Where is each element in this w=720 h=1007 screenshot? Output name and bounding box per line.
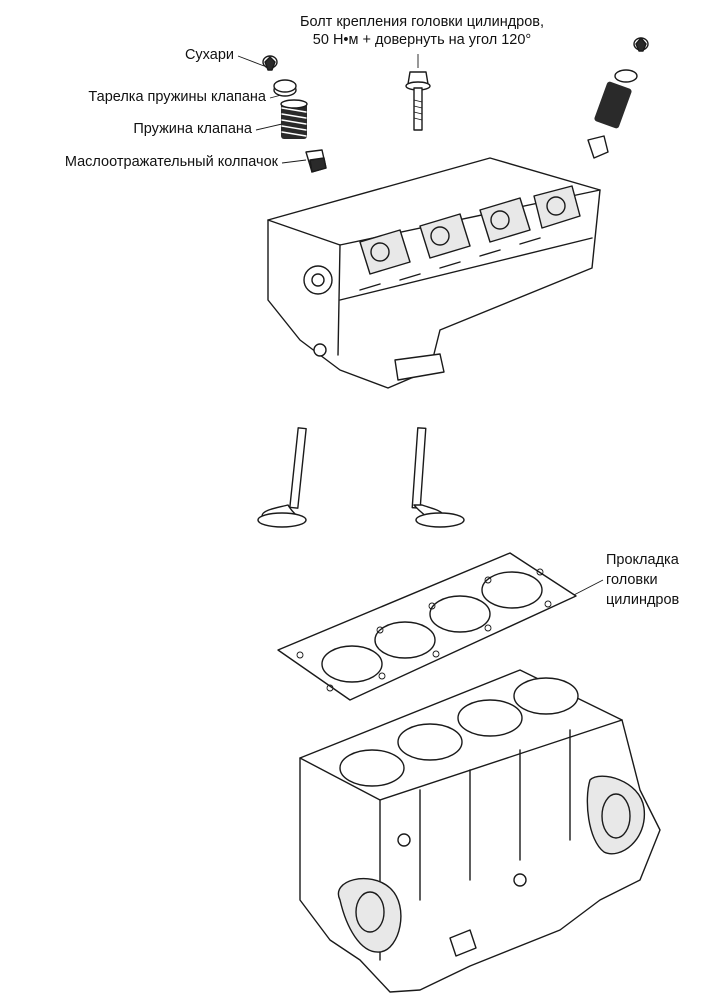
cylinder-block-icon — [299, 669, 661, 993]
label-spring-retainer: Тарелка пружины клапана — [88, 89, 266, 105]
left-valve-icon — [257, 427, 307, 528]
label-gasket-line3: цилиндров — [606, 592, 680, 608]
label-gasket-line1: Прокладка — [606, 552, 679, 568]
leader-lines — [237, 54, 604, 598]
label-head-bolt-line2: 50 Н•м + довернуть на угол 120° — [312, 32, 532, 48]
left-valve-spring-icon — [280, 99, 308, 139]
label-oil-seal: Маслоотражательный колпачок — [64, 154, 278, 170]
label-head-bolt-line1: Болт крепления головки цилиндров, — [299, 14, 545, 30]
head-gasket-icon — [277, 552, 577, 701]
label-keepers: Сухари — [184, 47, 234, 63]
right-valve-parts-icon — [587, 37, 649, 159]
right-valve-icon — [411, 427, 465, 528]
label-valve-spring: Пружина клапана — [133, 121, 252, 137]
head-bolt-icon — [405, 71, 431, 131]
cylinder-head-icon — [267, 157, 601, 389]
left-valve-keepers-icon — [262, 55, 278, 71]
label-gasket-line2: головки — [606, 572, 658, 588]
left-oil-seal-icon — [305, 149, 327, 173]
left-spring-retainer-icon — [273, 79, 297, 97]
